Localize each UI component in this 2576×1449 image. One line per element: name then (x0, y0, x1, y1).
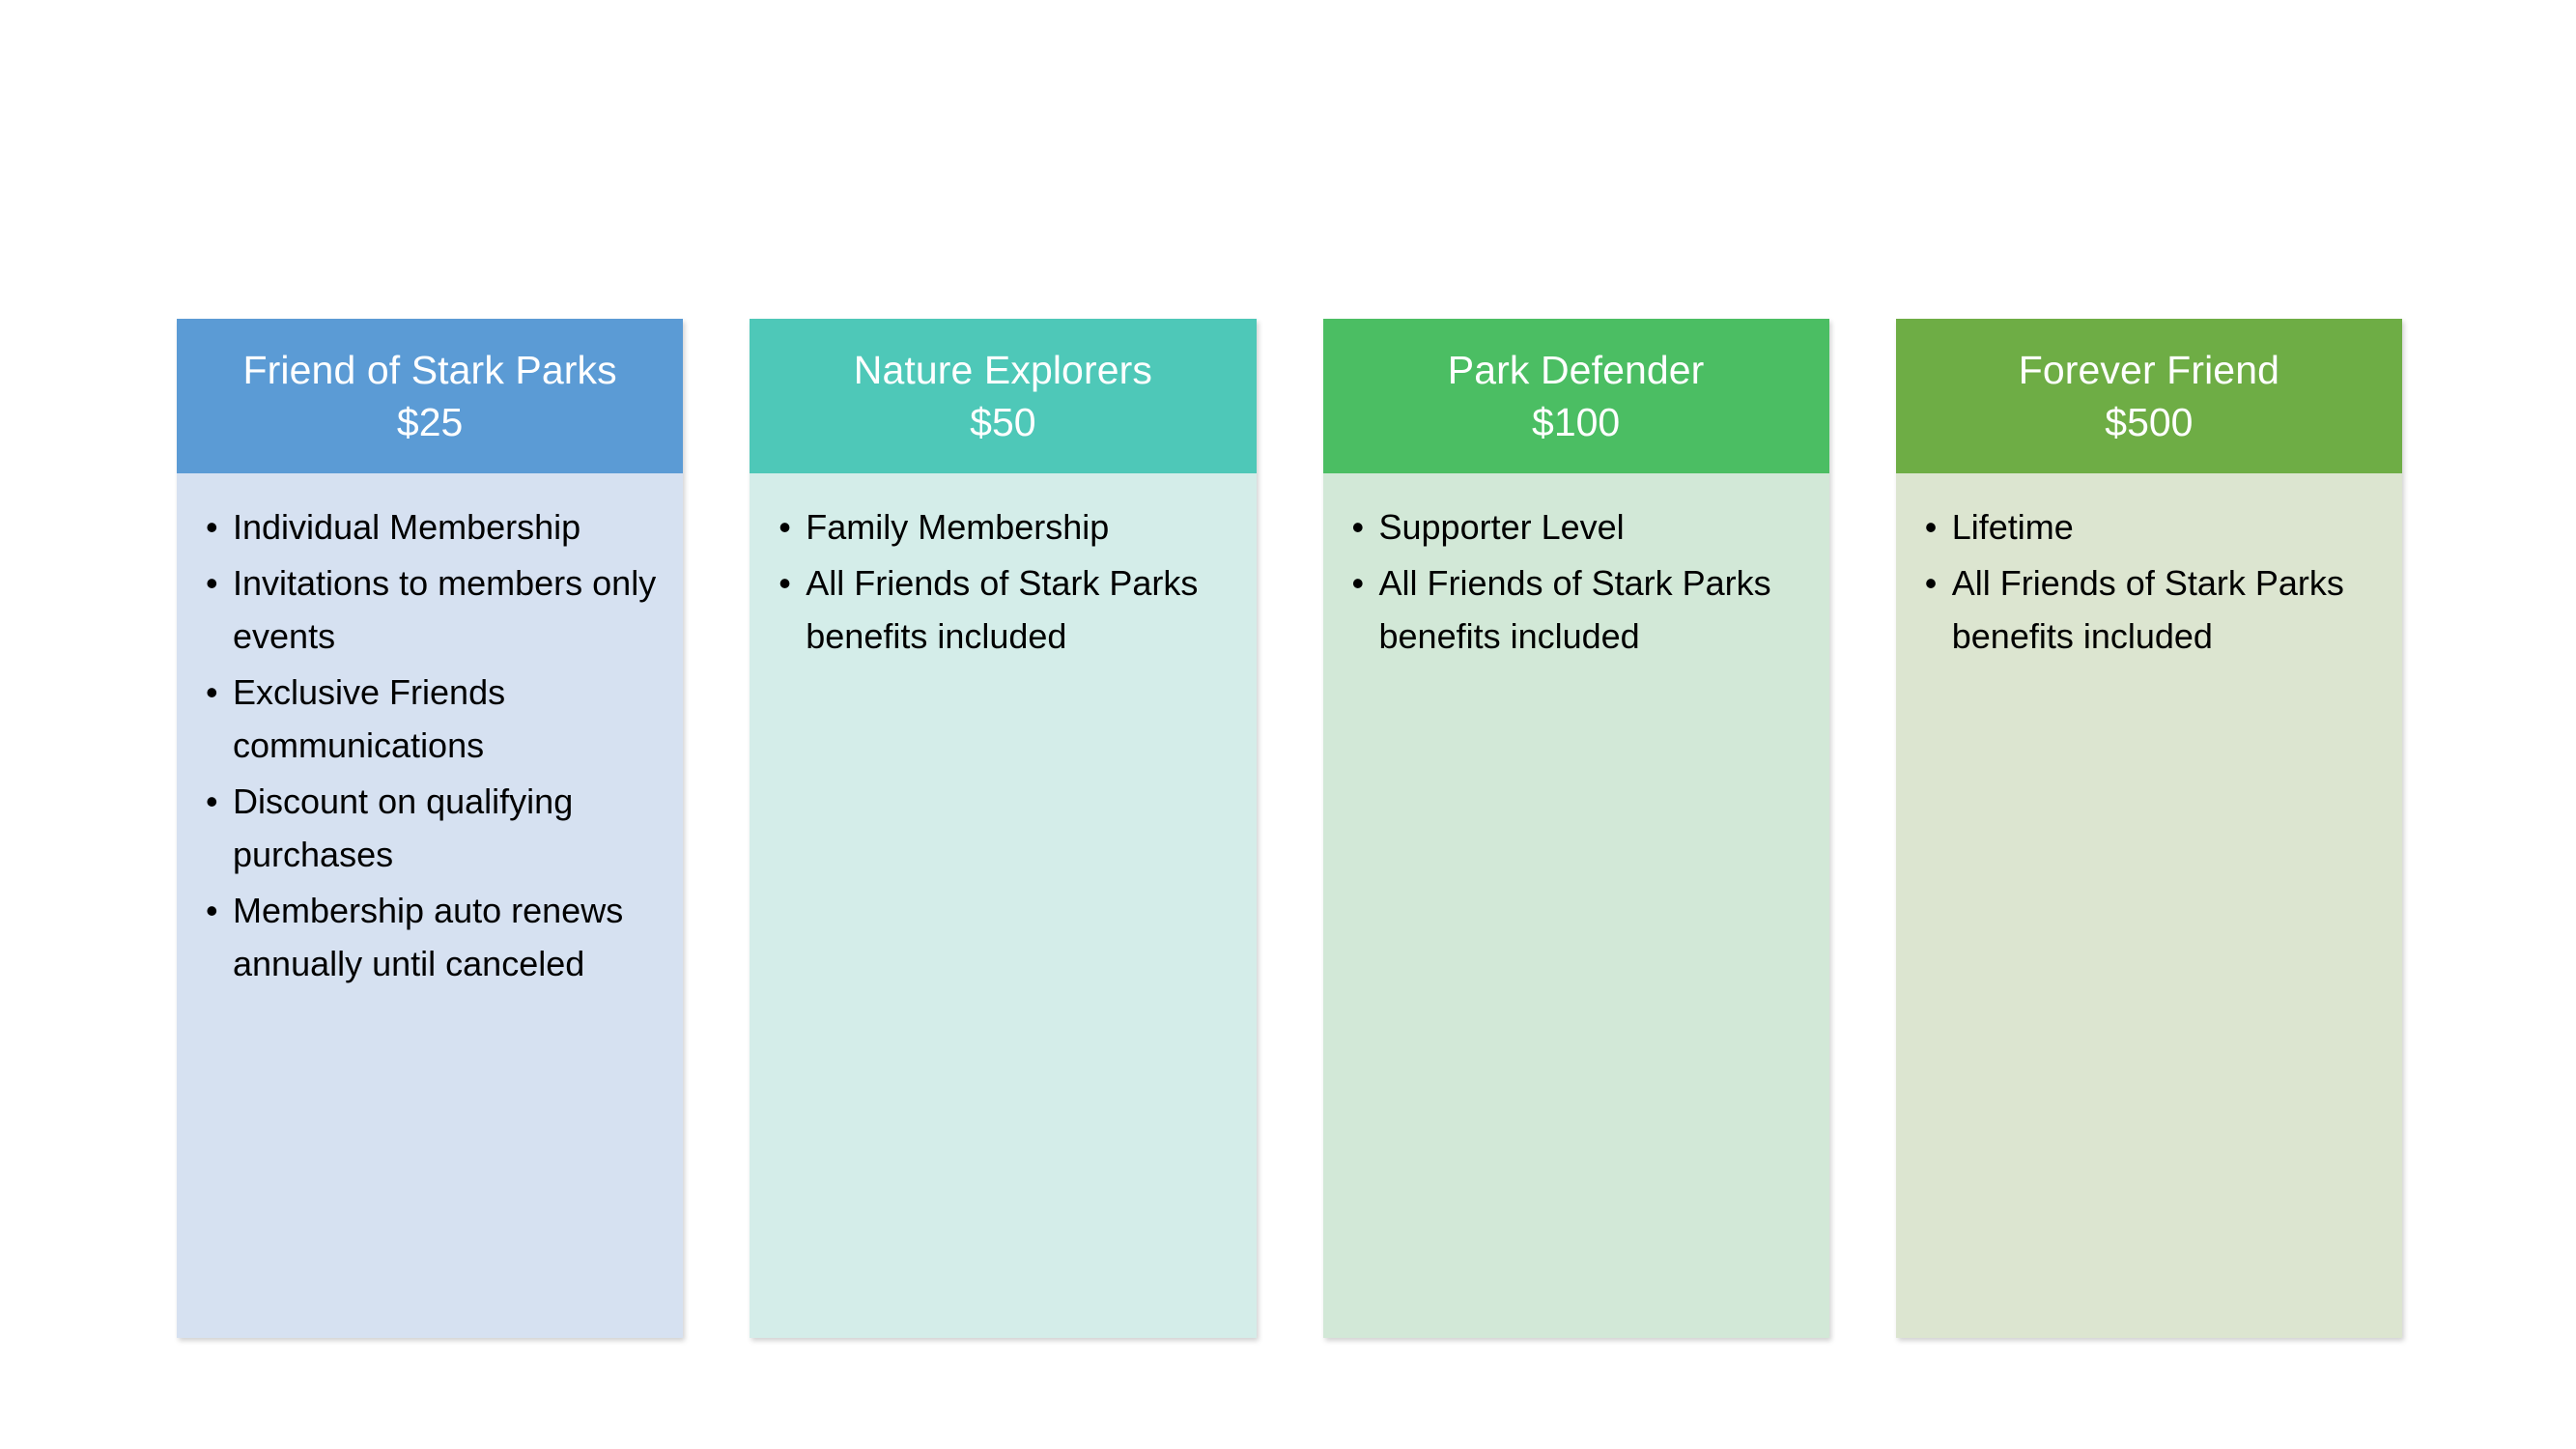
tier-benefit-list: • Individual Membership • Invitations to me… (202, 500, 662, 990)
bullet-icon: • (206, 507, 218, 547)
tier-benefit-label: Supporter Level (1378, 507, 1625, 547)
tier-price: $100 (1532, 400, 1621, 444)
tier-benefit-list: • Family Membership • All Friends of Stark … (775, 500, 1234, 663)
tier-price: $50 (970, 400, 1036, 444)
tier-card-body: • Individual Membership • Invitations to me… (177, 473, 684, 1338)
tier-benefit-item: • All Friends of Stark Parks benefits inc… (1348, 556, 1808, 663)
bullet-icon: • (778, 507, 791, 547)
tier-benefit-label: Lifetime (1951, 507, 2074, 547)
tier-price: $25 (396, 400, 464, 444)
tier-benefit-label: Exclusive Friends communications (233, 672, 506, 765)
tier-card-header: Forever Friend $500 (1895, 319, 2402, 473)
tier-price: $500 (2105, 400, 2194, 444)
tier-benefit-list: • Supporter Level • All Friends of Stark Pa… (1348, 500, 1808, 663)
tier-benefit-label: Individual Membership (233, 507, 581, 547)
tier-benefit-item: • Individual Membership (202, 500, 662, 554)
tier-benefit-item: • Family Membership (775, 500, 1234, 554)
tier-benefit-label: Family Membership (806, 507, 1110, 547)
tier-benefit-item: • Membership auto renews annually until c… (202, 884, 662, 990)
membership-tier-card[interactable]: Friend of Stark Parks $25 • Individual Memb… (177, 319, 684, 1338)
tier-benefit-label: Membership auto renews annually until ca… (233, 891, 624, 983)
tier-card-body: • Lifetime • All Friends of Stark Parks ben… (1895, 473, 2402, 1338)
tier-benefit-item: • Lifetime (1921, 500, 2381, 554)
bullet-icon: • (206, 781, 218, 821)
bullet-icon: • (206, 563, 218, 603)
bullet-icon: • (1351, 507, 1365, 547)
membership-tier-card[interactable]: Forever Friend $500 • Lifetime • All Friends … (1895, 319, 2402, 1338)
membership-tiers-board: Friend of Stark Parks $25 • Individual Memb… (177, 319, 2402, 1338)
tier-benefit-item: • All Friends of Stark Parks benefits inc… (1921, 556, 2381, 663)
bullet-icon: • (1924, 507, 1938, 547)
tier-title: Park Defender (1447, 348, 1705, 392)
tier-card-header: Park Defender $100 (1322, 319, 1829, 473)
tier-card-header: Friend of Stark Parks $25 (177, 319, 684, 473)
bullet-icon: • (206, 672, 218, 712)
tier-benefit-item: • Exclusive Friends communications (202, 666, 662, 772)
tier-benefit-item: • Discount on qualifying purchases (202, 775, 662, 881)
membership-tier-card[interactable]: Park Defender $100 • Supporter Level • All Fr… (1322, 319, 1829, 1338)
tier-card-body: • Supporter Level • All Friends of Stark Pa… (1322, 473, 1829, 1338)
tier-benefit-item: • Supporter Level (1348, 500, 1808, 554)
membership-tier-card[interactable]: Nature Explorers $50 • Family Membership • Al… (750, 319, 1257, 1338)
bullet-icon: • (1924, 563, 1938, 603)
tier-card-header: Nature Explorers $50 (750, 319, 1257, 473)
tier-card-body: • Family Membership • All Friends of Stark … (750, 473, 1257, 1338)
tier-benefit-list: • Lifetime • All Friends of Stark Parks ben… (1921, 500, 2381, 663)
tier-benefit-item: • Invitations to members only events (202, 556, 662, 663)
bullet-icon: • (778, 563, 791, 603)
tier-benefit-label: All Friends of Stark Parks benefits incl… (806, 563, 1199, 656)
tier-benefit-label: Invitations to members only events (233, 563, 657, 656)
tier-benefit-label: All Friends of Stark Parks benefits incl… (1951, 563, 2344, 656)
tier-benefit-label: Discount on qualifying purchases (233, 781, 574, 874)
tier-title: Forever Friend (2018, 348, 2279, 392)
tier-title: Friend of Stark Parks (242, 348, 617, 392)
bullet-icon: • (206, 891, 218, 930)
tier-benefit-item: • All Friends of Stark Parks benefits inc… (775, 556, 1234, 663)
tier-benefit-label: All Friends of Stark Parks benefits incl… (1378, 563, 1771, 656)
tier-title: Nature Explorers (853, 348, 1152, 392)
bullet-icon: • (1351, 563, 1365, 603)
